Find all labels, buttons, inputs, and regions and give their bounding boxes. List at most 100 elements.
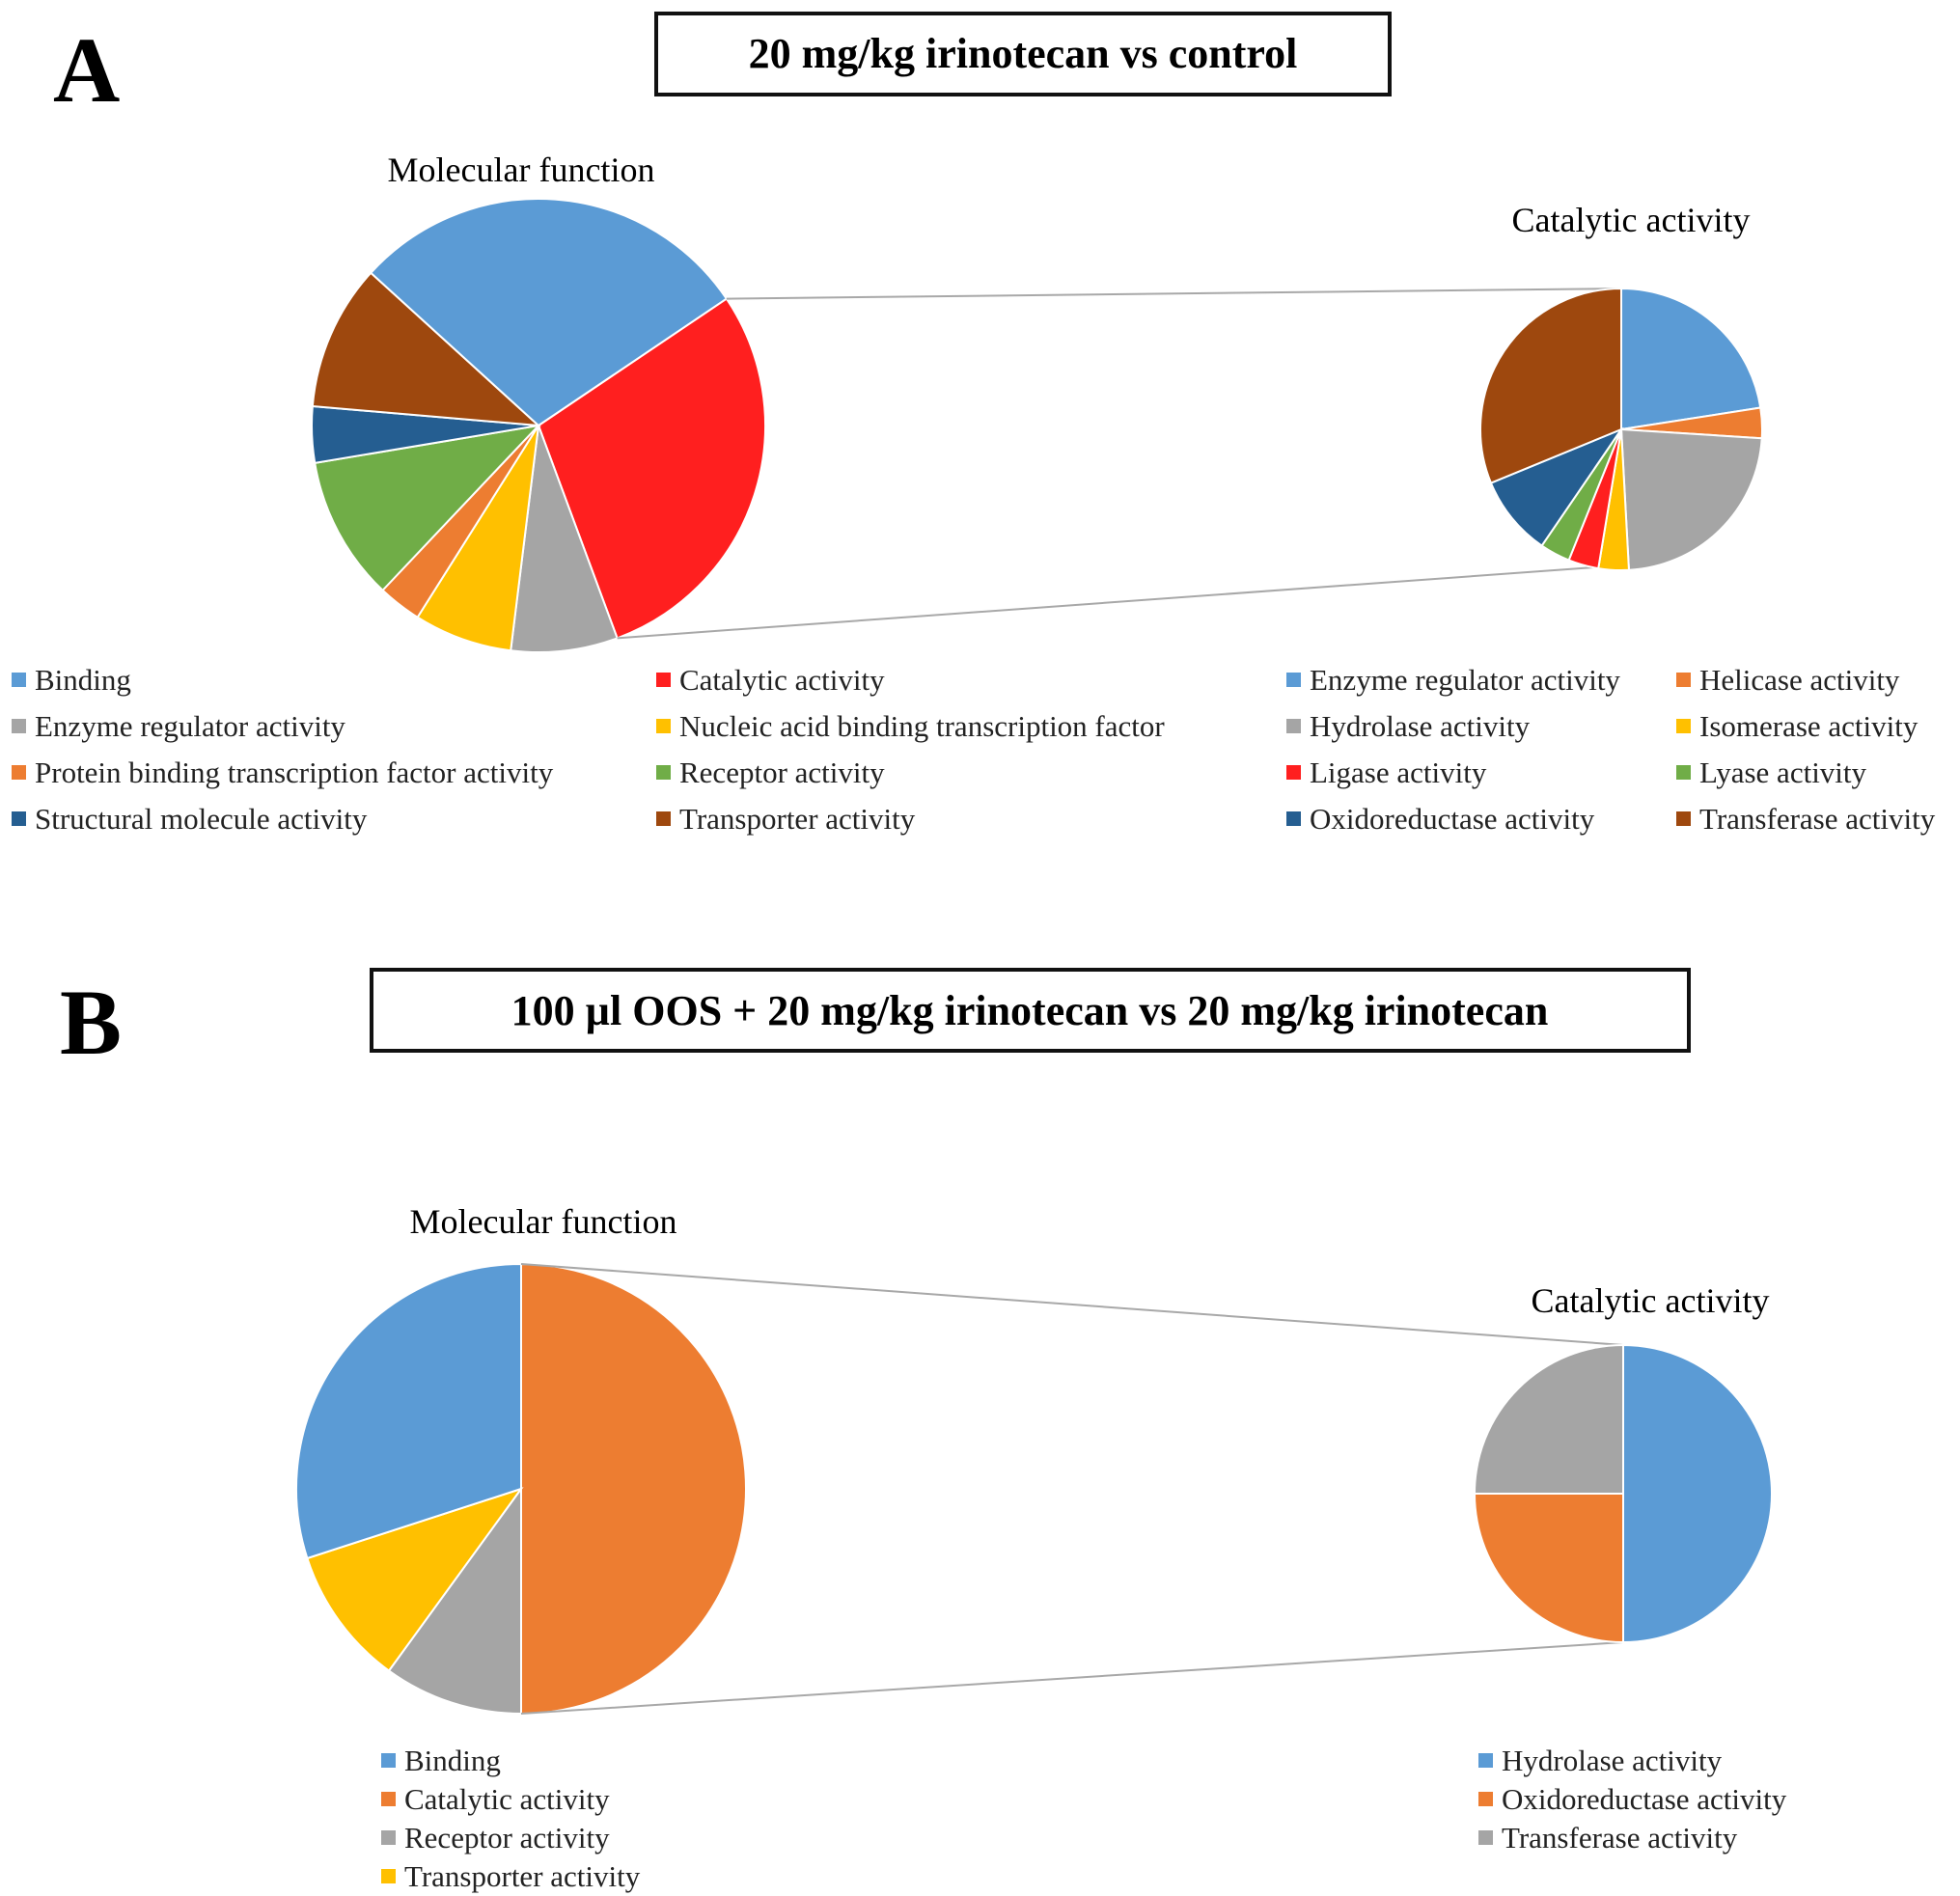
legend-swatch: [1286, 673, 1301, 687]
legend-label: Protein binding transcription factor act…: [35, 756, 554, 789]
legend-label: Transporter activity: [679, 802, 916, 836]
legend-swatch: [656, 765, 671, 780]
legend-label: Enzyme regulator activity: [1310, 663, 1620, 697]
legend-item-catalytic-activity: Catalytic activity: [381, 1782, 610, 1816]
pie-slice-transporter-activity: [311, 271, 541, 427]
legend-item-hydrolase-activity: Hydrolase activity: [1478, 1744, 1723, 1777]
panel-a-title: 20 mg/kg irinotecan vs control: [749, 30, 1298, 77]
legend-label: Helicase activity: [1699, 663, 1900, 697]
legend-label: Isomerase activity: [1699, 709, 1919, 743]
connector-line: [617, 566, 1595, 640]
legend-swatch: [381, 1792, 396, 1806]
legend-label: Binding: [35, 663, 131, 697]
legend-label: Hydrolase activity: [1502, 1744, 1723, 1777]
connector-line: [520, 1263, 1624, 1346]
panel-b-letter: B: [60, 971, 122, 1074]
legend-swatch: [1478, 1792, 1493, 1806]
pie-slice-nucleic-acid-binding-transcription-factor: [416, 425, 539, 652]
legend-label: Nucleic acid binding transcription facto…: [679, 709, 1165, 743]
legend-item-transporter-activity: Transporter activity: [381, 1859, 641, 1893]
legend-label: Ligase activity: [1310, 756, 1487, 789]
legend-item-transferase-activity: Transferase activity: [1676, 802, 1936, 836]
pie-title: Molecular function: [410, 1202, 677, 1241]
panel-b-catalytic-activity-pie: Catalytic activity: [1473, 1281, 1773, 1644]
legend-swatch: [656, 719, 671, 733]
legend-item-helicase-activity: Helicase activity: [1676, 663, 1900, 697]
legend-label: Binding: [404, 1744, 501, 1777]
legend-item-transporter-activity: Transporter activity: [656, 802, 916, 836]
legend-swatch: [1676, 765, 1691, 780]
legend-label: Enzyme regulator activity: [35, 709, 345, 743]
panel-b-title: 100 µl OOS + 20 mg/kg irinotecan vs 20 m…: [511, 987, 1549, 1034]
legend-swatch: [381, 1830, 396, 1845]
legend-swatch: [656, 811, 671, 826]
legend-item-receptor-activity: Receptor activity: [381, 1821, 610, 1855]
legend-item-binding: Binding: [381, 1744, 501, 1777]
legend-label: Lyase activity: [1699, 756, 1867, 789]
legend-label: Oxidoreductase activity: [1310, 802, 1595, 836]
panel-b-title-box: [370, 968, 1691, 1053]
pie-slice-binding: [295, 1262, 522, 1560]
legend-label: Catalytic activity: [404, 1782, 610, 1816]
legend-swatch: [12, 811, 26, 826]
legend-swatch: [12, 719, 26, 733]
panel-b-molecular-function-pie: Molecular function: [295, 1202, 1624, 1716]
legend-item-enzyme-regulator-activity: Enzyme regulator activity: [1286, 663, 1620, 697]
legend-swatch: [1676, 811, 1691, 826]
pie-slice-enzyme-regulator-activity: [1620, 287, 1762, 431]
pie-slice-catalytic-activity: [520, 1262, 747, 1716]
legend-swatch: [1286, 719, 1301, 733]
panel-a-molecular-function-pie: Molecular function: [311, 151, 1622, 653]
legend-label: Transporter activity: [404, 1859, 641, 1893]
legend-item-catalytic-activity: Catalytic activity: [656, 663, 885, 697]
legend-item-receptor-activity: Receptor activity: [656, 756, 885, 789]
legend-label: Transferase activity: [1699, 802, 1936, 836]
legend-item-protein-binding-transcription-factor-activity: Protein binding transcription factor act…: [12, 756, 554, 789]
pie-slice-binding: [369, 198, 729, 427]
legend-label: Structural molecule activity: [35, 802, 368, 836]
legend-swatch: [381, 1869, 396, 1883]
legend-item-nucleic-acid-binding-transcription-factor: Nucleic acid binding transcription facto…: [656, 709, 1165, 743]
legend-item-lyase-activity: Lyase activity: [1676, 756, 1867, 789]
legend-label: Receptor activity: [404, 1821, 610, 1855]
legend-swatch: [12, 673, 26, 687]
legend-swatch: [1286, 765, 1301, 780]
legend-label: Catalytic activity: [679, 663, 885, 697]
legend-label: Oxidoreductase activity: [1502, 1782, 1787, 1816]
legend-item-isomerase-activity: Isomerase activity: [1676, 709, 1919, 743]
panel-a-letter: A: [53, 18, 120, 122]
legend-item-enzyme-regulator-activity: Enzyme regulator activity: [12, 709, 345, 743]
pie-slice-transporter-activity: [306, 1487, 524, 1672]
legend-swatch: [12, 765, 26, 780]
legend-swatch: [1676, 673, 1691, 687]
pie-slice-hydrolase-activity: [1622, 1343, 1773, 1644]
legend-label: Transferase activity: [1502, 1821, 1738, 1855]
legend-swatch: [1676, 719, 1691, 733]
legend-swatch: [656, 673, 671, 687]
pie-title: Catalytic activity: [1512, 201, 1751, 239]
legend-item-ligase-activity: Ligase activity: [1286, 756, 1487, 789]
panel-a-catalytic-activity-legend: Enzyme regulator activity Helicase activi…: [1286, 663, 1936, 836]
legend-item-oxidoreductase-activity: Oxidoreductase activity: [1478, 1782, 1787, 1816]
legend-item-oxidoreductase-activity: Oxidoreductase activity: [1286, 802, 1595, 836]
pie-slice-hydrolase-activity: [1619, 427, 1763, 571]
panel-a-title-box: [654, 12, 1392, 96]
pie-slice-catalytic-activity: [537, 297, 766, 640]
pie-title: Molecular function: [388, 151, 655, 189]
legend-item-structural-molecule-activity: Structural molecule activity: [12, 802, 368, 836]
legend-label: Hydrolase activity: [1310, 709, 1531, 743]
pie-slice-oxidoreductase-activity: [1489, 426, 1624, 547]
pie-slice-transferase-activity: [1479, 287, 1622, 484]
pie-slice-enzyme-regulator-activity: [510, 425, 619, 653]
pie-slice-transferase-activity: [1473, 1343, 1624, 1495]
legend-swatch: [1478, 1753, 1493, 1768]
legend-swatch: [381, 1753, 396, 1768]
connector-line: [520, 1641, 1624, 1715]
pie-slice-oxidoreductase-activity: [1473, 1493, 1624, 1644]
legend-item-binding: Binding: [12, 663, 131, 697]
panel-a-catalytic-activity-pie: Catalytic activity: [1479, 201, 1763, 571]
